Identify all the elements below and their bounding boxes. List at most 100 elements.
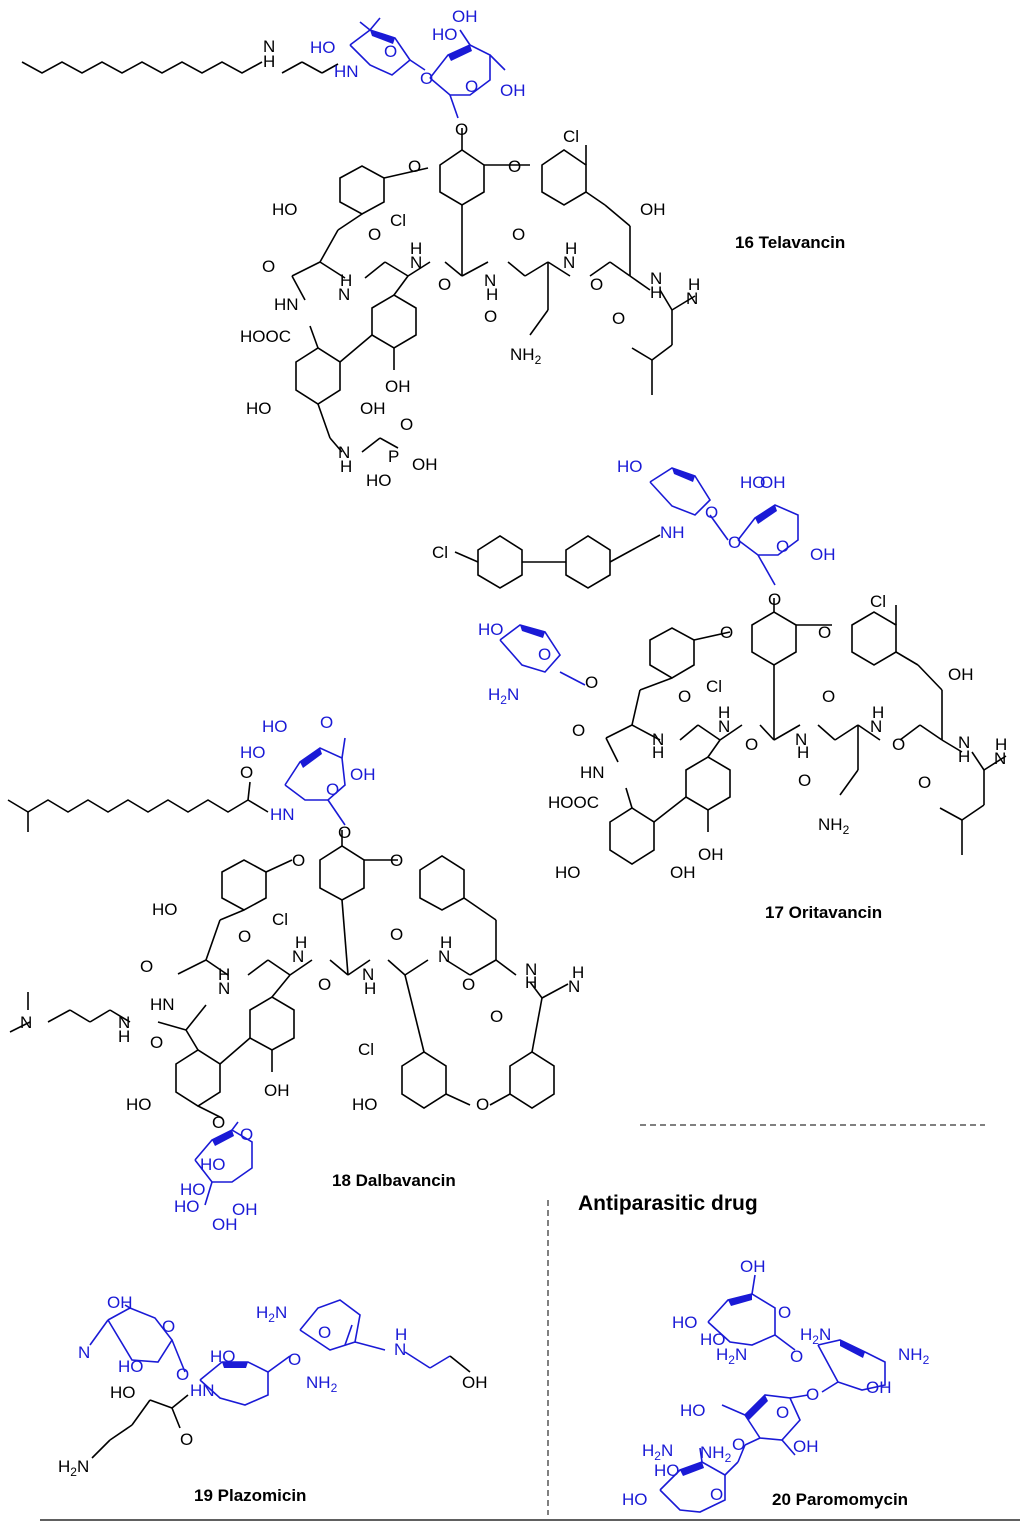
svg-text:OH: OH [640, 200, 666, 219]
svg-text:H: H [565, 239, 577, 258]
svg-text:OH: OH [500, 81, 526, 100]
svg-text:HO: HO [310, 38, 336, 57]
svg-text:NH2: NH2 [510, 345, 542, 367]
svg-text:N: N [795, 730, 807, 749]
svg-text:O: O [590, 275, 603, 294]
svg-text:HOOC: HOOC [240, 327, 291, 346]
svg-text:OH: OH [212, 1215, 238, 1234]
svg-text:O: O [338, 823, 351, 842]
svg-text:OH: OH [698, 845, 724, 864]
paromomycin-caption: 20 Paromomycin [772, 1490, 908, 1509]
svg-text:O: O [776, 1403, 789, 1422]
svg-text:HO: HO [246, 399, 272, 418]
plazomicin-caption: 19 Plazomicin [194, 1486, 306, 1505]
svg-text:OH: OH [670, 863, 696, 882]
svg-text:N: N [362, 965, 374, 984]
svg-text:HO: HO [118, 1357, 144, 1376]
svg-text:H2N: H2N [800, 1325, 831, 1347]
svg-text:HO: HO [352, 1095, 378, 1114]
svg-text:N: N [394, 1340, 406, 1359]
svg-text:N: N [686, 289, 698, 308]
svg-text:N: N [263, 37, 275, 56]
svg-text:HN: HN [190, 1381, 215, 1400]
svg-text:N: N [568, 977, 580, 996]
svg-text:N: N [218, 979, 230, 998]
svg-text:HN: HN [270, 805, 295, 824]
svg-text:H2N: H2N [488, 685, 519, 707]
svg-text:N: N [650, 269, 662, 288]
svg-text:HN: HN [580, 763, 605, 782]
telavancin-ring-a [339, 165, 385, 215]
svg-text:O: O [512, 225, 525, 244]
svg-text:O: O [585, 673, 598, 692]
telavancin-ring-c [541, 149, 587, 206]
svg-text:OH: OH [452, 7, 478, 26]
svg-text:O: O [240, 763, 253, 782]
svg-text:OH: OH [350, 765, 376, 784]
svg-text:O: O [728, 533, 741, 552]
svg-text:HO: HO [432, 25, 458, 44]
svg-text:OH: OH [462, 1373, 488, 1392]
svg-text:O: O [180, 1430, 193, 1449]
svg-text:HO: HO [478, 620, 504, 639]
svg-text:HO: HO [740, 473, 766, 492]
svg-text:N: N [718, 717, 730, 736]
section-heading: Antiparasitic drug [578, 1192, 758, 1215]
svg-text:N: N [958, 733, 970, 752]
telavancin-ring-d [371, 294, 417, 349]
svg-text:H: H [263, 52, 275, 71]
svg-text:H2N: H2N [256, 1303, 287, 1325]
svg-text:O: O [892, 735, 905, 754]
svg-text:O: O [720, 623, 733, 642]
svg-text:H: H [797, 743, 809, 762]
svg-text:OH: OH [810, 545, 836, 564]
dalbavancin-labels: HO HO O OH O HN O O O O HO Cl O H N O H … [20, 713, 584, 1234]
svg-text:O: O [465, 77, 478, 96]
svg-text:NH2: NH2 [700, 1443, 732, 1465]
svg-text:NH2: NH2 [898, 1345, 930, 1367]
svg-text:H: H [652, 743, 664, 762]
svg-text:OH: OH [360, 399, 386, 418]
svg-text:N: N [994, 749, 1006, 768]
svg-text:O: O [918, 773, 931, 792]
svg-text:HO: HO [622, 1490, 648, 1509]
oritavancin-sugar-2 [737, 504, 799, 556]
svg-text:O: O [408, 157, 421, 176]
svg-text:O: O [822, 687, 835, 706]
svg-text:N: N [484, 271, 496, 290]
svg-text:N: N [20, 1013, 32, 1032]
svg-text:OH: OH [793, 1437, 819, 1456]
svg-text:Cl: Cl [870, 592, 886, 611]
svg-text:Cl: Cl [358, 1040, 374, 1059]
svg-text:P: P [388, 447, 399, 466]
svg-text:O: O [776, 537, 789, 556]
svg-text:HO: HO [617, 457, 643, 476]
paromomycin-ring-ii [817, 1339, 886, 1391]
svg-text:O: O [818, 623, 831, 642]
svg-text:HO: HO [174, 1197, 200, 1216]
svg-text:N: N [338, 285, 350, 304]
oritavancin-caption: 17 Oritavancin [765, 903, 882, 922]
svg-text:O: O [368, 225, 381, 244]
svg-text:O: O [288, 1350, 301, 1369]
svg-text:O: O [150, 1033, 163, 1052]
telavancin-caption: 16 Telavancin [735, 233, 845, 252]
svg-text:H: H [364, 979, 376, 998]
svg-text:H: H [118, 1027, 130, 1046]
svg-text:H: H [440, 933, 452, 952]
svg-text:H: H [718, 703, 730, 722]
svg-text:NH2: NH2 [306, 1373, 338, 1395]
dalbavancin-ring-g [509, 1051, 555, 1109]
svg-text:H: H [688, 275, 700, 294]
svg-text:O: O [508, 157, 521, 176]
svg-text:N: N [652, 730, 664, 749]
svg-text:O: O [732, 1435, 745, 1454]
dalbavancin-isoalkyl-chain [7, 799, 249, 813]
svg-text:OH: OH [232, 1200, 258, 1219]
svg-text:O: O [790, 1347, 803, 1366]
svg-text:H: H [340, 271, 352, 290]
paromomycin-structure [659, 1274, 886, 1513]
svg-text:H: H [572, 963, 584, 982]
svg-text:H: H [486, 285, 498, 304]
